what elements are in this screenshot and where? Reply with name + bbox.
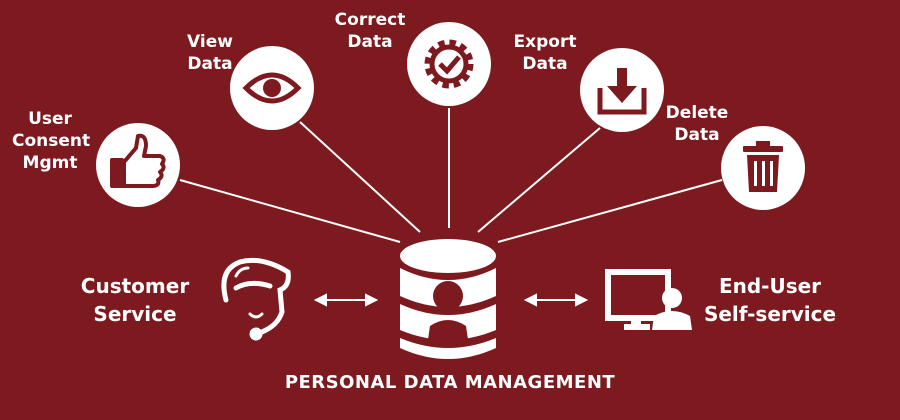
arrowhead — [523, 293, 537, 307]
support-agent-icon — [221, 257, 291, 341]
connector-line — [179, 179, 401, 243]
download-icon — [597, 68, 647, 115]
label-line: End-User — [718, 274, 822, 298]
label-line: Data — [347, 32, 393, 52]
diagram-title: PERSONAL DATA MANAGEMENT — [284, 372, 616, 393]
label-line: Delete — [665, 103, 729, 123]
gear-check-icon — [424, 39, 474, 89]
connector-line — [497, 179, 723, 243]
thumbs-up-icon — [110, 133, 166, 188]
label-line: Correct — [334, 10, 406, 30]
label-correct-data: Correct Data — [330, 9, 410, 53]
label-line: User — [28, 109, 72, 129]
arrowhead — [575, 293, 589, 307]
connector-lines — [179, 108, 723, 243]
eye-icon — [242, 72, 302, 104]
label-end-user-self-service: End-User Self-service — [700, 272, 840, 328]
label-customer-service: Customer Service — [70, 272, 200, 328]
label-view-data: View Data — [180, 31, 240, 75]
label-line: Mgmt — [22, 153, 78, 173]
label-delete-data: Delete Data — [662, 102, 732, 146]
label-line: Data — [187, 54, 233, 74]
label-user-consent: User Consent Mgmt — [12, 108, 91, 174]
label-line: Export — [513, 32, 577, 52]
database-user-icon — [400, 239, 496, 359]
connector-line — [299, 121, 421, 233]
computer-user-icon — [605, 269, 692, 330]
label-line: Consent — [12, 131, 91, 151]
connector-line — [477, 127, 601, 233]
label-line: Data — [522, 54, 568, 74]
label-line: Customer — [80, 274, 190, 298]
arrowhead — [313, 293, 327, 307]
label-line: View — [187, 32, 233, 52]
correct-data-circle — [407, 22, 491, 106]
label-line: Self-service — [703, 302, 837, 326]
bidirectional-arrows — [313, 293, 589, 307]
label-line: Data — [674, 125, 720, 145]
arrowhead — [365, 293, 379, 307]
trash-icon — [743, 141, 783, 192]
label-line: Service — [93, 302, 177, 326]
label-export-data: Export Data — [510, 31, 580, 75]
